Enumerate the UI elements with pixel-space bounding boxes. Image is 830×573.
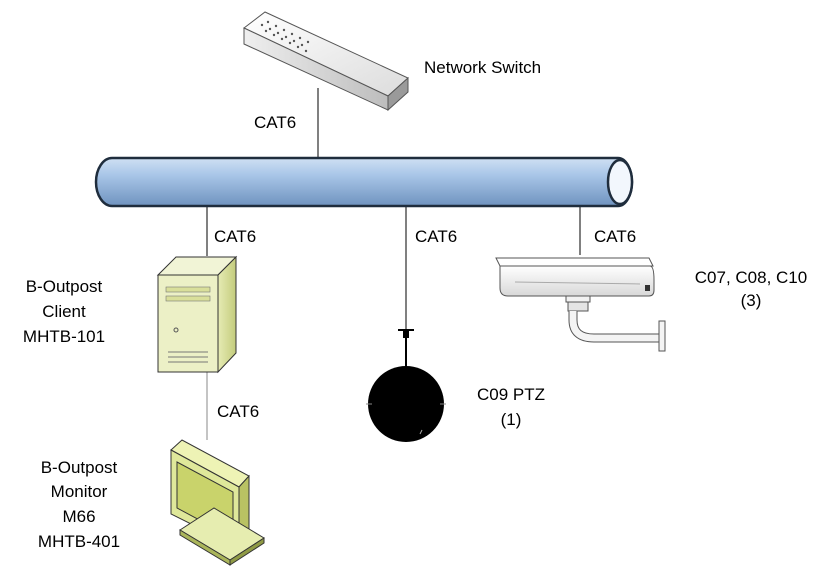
monitor-label: B-Outpost Monitor M66 MHTB-401 bbox=[38, 458, 120, 551]
cat6-switch-label: CAT6 bbox=[254, 113, 296, 132]
client-label: B-Outpost Client MHTB-101 bbox=[23, 277, 105, 346]
client-label-line-1: B-Outpost bbox=[26, 277, 103, 296]
ptz-label-line-1: C09 PTZ bbox=[477, 385, 545, 404]
monitor-label-line-4: MHTB-401 bbox=[38, 532, 120, 551]
computer-tower-icon bbox=[156, 255, 238, 374]
fixed-cameras-label-line-2: (3) bbox=[741, 291, 762, 310]
monitor-label-line-3: M66 bbox=[62, 507, 95, 526]
monitor-label-line-2: Monitor bbox=[51, 482, 108, 501]
network-switch-label: Network Switch bbox=[424, 58, 541, 77]
network-bus bbox=[94, 156, 634, 208]
connection-lines bbox=[206, 88, 581, 440]
cat6-camera-label: CAT6 bbox=[594, 227, 636, 246]
fixed-cameras-label-line-1: C07, C08, C10 bbox=[695, 268, 807, 287]
ptz-label: C09 PTZ (1) bbox=[477, 385, 545, 429]
client-label-line-3: MHTB-101 bbox=[23, 327, 105, 346]
cat6-client-label: CAT6 bbox=[214, 227, 256, 246]
ptz-label-line-2: (1) bbox=[501, 410, 522, 429]
box-camera-icon bbox=[495, 257, 666, 352]
network-switch-icon bbox=[243, 11, 409, 112]
dome-ptz-camera-icon bbox=[366, 329, 446, 442]
cat6-ptz-label: CAT6 bbox=[415, 227, 457, 246]
fixed-cameras-label: C07, C08, C10 (3) bbox=[695, 268, 807, 310]
monitor-icon bbox=[170, 439, 265, 566]
cat6-monitor-label: CAT6 bbox=[217, 402, 259, 421]
monitor-label-line-1: B-Outpost bbox=[41, 458, 118, 477]
client-label-line-2: Client bbox=[42, 302, 86, 321]
